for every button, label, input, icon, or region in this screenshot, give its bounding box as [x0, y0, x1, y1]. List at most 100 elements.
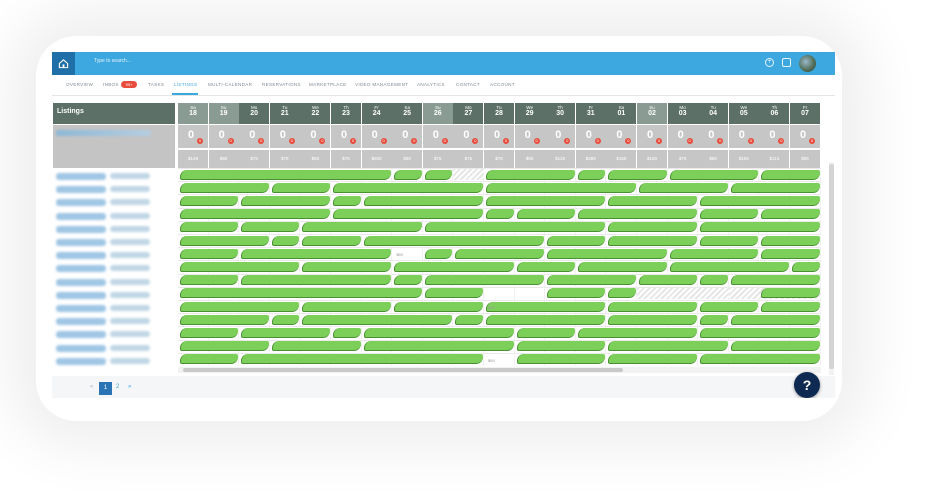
calendar-cell[interactable]	[728, 168, 760, 182]
calendar-cell[interactable]	[637, 168, 668, 182]
day-price[interactable]: $149	[178, 150, 208, 168]
calendar-cell[interactable]	[453, 286, 484, 300]
reservation-bar[interactable]	[516, 327, 575, 339]
listing-row[interactable]	[53, 249, 175, 262]
calendar-cell[interactable]	[239, 181, 270, 195]
listing-row[interactable]	[53, 289, 175, 302]
calendar-cell[interactable]	[759, 260, 790, 274]
tab-listings[interactable]: LISTINGS	[174, 82, 198, 87]
calendar-cell[interactable]	[239, 313, 270, 327]
reservation-bar[interactable]	[302, 314, 453, 325]
calendar-cell[interactable]	[453, 181, 484, 195]
calendar-cell[interactable]	[728, 300, 760, 314]
calendar-cell[interactable]	[208, 247, 240, 261]
calendar-cell[interactable]	[637, 247, 668, 261]
calendar-cell[interactable]	[790, 260, 821, 274]
calendar-cell[interactable]	[514, 286, 546, 300]
calendar-cell[interactable]	[790, 300, 821, 314]
search-input[interactable]: Type to search...	[94, 58, 131, 64]
reservation-bar[interactable]	[394, 261, 514, 273]
calendar-cell[interactable]	[606, 181, 637, 195]
reservation-bar[interactable]	[792, 261, 820, 273]
reservation-bar[interactable]	[730, 275, 820, 286]
reservation-bar[interactable]	[577, 169, 606, 180]
calendar-cell[interactable]	[361, 247, 393, 261]
reservation-bar[interactable]	[761, 288, 820, 299]
reservation-bar[interactable]	[730, 182, 820, 193]
day-price[interactable]: $76	[667, 150, 698, 168]
calendar-cell[interactable]	[728, 247, 760, 261]
listing-row[interactable]	[53, 328, 175, 341]
reservation-bar[interactable]	[547, 288, 606, 299]
calendar-cell[interactable]	[575, 352, 607, 366]
reservation-bar[interactable]	[394, 275, 422, 286]
reservation-bar[interactable]	[180, 288, 422, 299]
reservation-bar[interactable]	[516, 354, 606, 365]
calendar-cell[interactable]	[239, 339, 270, 353]
reservation-bar[interactable]	[302, 261, 392, 273]
reservation-bar[interactable]	[730, 341, 820, 352]
reservation-bar[interactable]	[394, 301, 483, 312]
calendar-cell[interactable]	[545, 326, 576, 340]
calendar-cell[interactable]	[484, 260, 515, 274]
calendar-cell[interactable]	[239, 234, 270, 248]
calendar-cell[interactable]	[269, 300, 301, 314]
day-price[interactable]: $159	[606, 150, 637, 168]
calendar-cell[interactable]	[790, 326, 821, 340]
calendar-cell[interactable]	[453, 194, 484, 208]
reservation-bar[interactable]	[700, 222, 820, 233]
reservation-bar[interactable]	[241, 195, 330, 207]
calendar-cell[interactable]	[269, 234, 301, 248]
calendar-cell[interactable]	[575, 220, 607, 234]
day-price[interactable]: $78	[269, 150, 300, 168]
day-price[interactable]: $75	[453, 150, 484, 168]
day-price[interactable]: $159	[637, 150, 667, 168]
reservation-bar[interactable]	[669, 169, 759, 180]
day-price[interactable]: $600	[361, 150, 392, 168]
pagination-next[interactable]: »	[128, 384, 132, 390]
calendar-cell[interactable]	[331, 194, 362, 208]
reservation-bar[interactable]	[669, 261, 789, 273]
cell-price[interactable]: $89	[396, 252, 403, 258]
calendar-cell[interactable]	[422, 168, 454, 182]
day-price[interactable]: $125	[545, 150, 576, 168]
calendar-cell[interactable]	[300, 326, 331, 340]
reservation-bar[interactable]	[486, 314, 606, 325]
calendar-cell[interactable]	[667, 220, 699, 234]
help-button[interactable]: ?	[794, 372, 820, 398]
reservation-bar[interactable]	[333, 327, 361, 339]
reservation-bar[interactable]	[761, 209, 820, 220]
reservation-bar[interactable]	[547, 248, 667, 259]
calendar-cell[interactable]	[361, 260, 393, 274]
reservation-bar[interactable]	[486, 182, 636, 193]
reservation-bar[interactable]	[516, 209, 575, 220]
calendar-cell[interactable]	[269, 260, 301, 274]
calendar-cell[interactable]	[790, 352, 821, 366]
day-price[interactable]: $75	[331, 150, 361, 168]
reservation-bar[interactable]	[700, 327, 820, 339]
reservation-bar[interactable]	[486, 195, 606, 207]
listing-row[interactable]	[53, 276, 175, 289]
calendar-cell[interactable]	[790, 339, 821, 353]
reservation-bar[interactable]	[241, 327, 330, 339]
calendar-cell[interactable]	[453, 300, 484, 314]
calendar-cell[interactable]	[208, 220, 240, 234]
calendar-cell[interactable]	[667, 273, 699, 287]
reservation-bar[interactable]	[180, 222, 239, 233]
reservation-bar[interactable]	[455, 248, 545, 259]
reservation-bar[interactable]	[180, 235, 269, 246]
calendar-cell[interactable]	[514, 273, 546, 287]
reservation-bar[interactable]	[271, 235, 300, 246]
notification-icon[interactable]	[782, 58, 791, 67]
calendar-cell[interactable]	[790, 313, 821, 327]
calendar-cell[interactable]	[728, 207, 760, 221]
home-logo[interactable]	[52, 52, 75, 75]
reservation-bar[interactable]	[180, 182, 269, 193]
calendar-cell[interactable]	[698, 339, 729, 353]
calendar-cell[interactable]	[361, 273, 393, 287]
tab-contact[interactable]: CONTACT	[456, 82, 480, 87]
reservation-bar[interactable]	[516, 261, 575, 273]
calendar-cell[interactable]	[453, 352, 484, 366]
listing-row[interactable]	[53, 183, 175, 196]
tab-overview[interactable]: OVERVIEW	[66, 82, 94, 87]
